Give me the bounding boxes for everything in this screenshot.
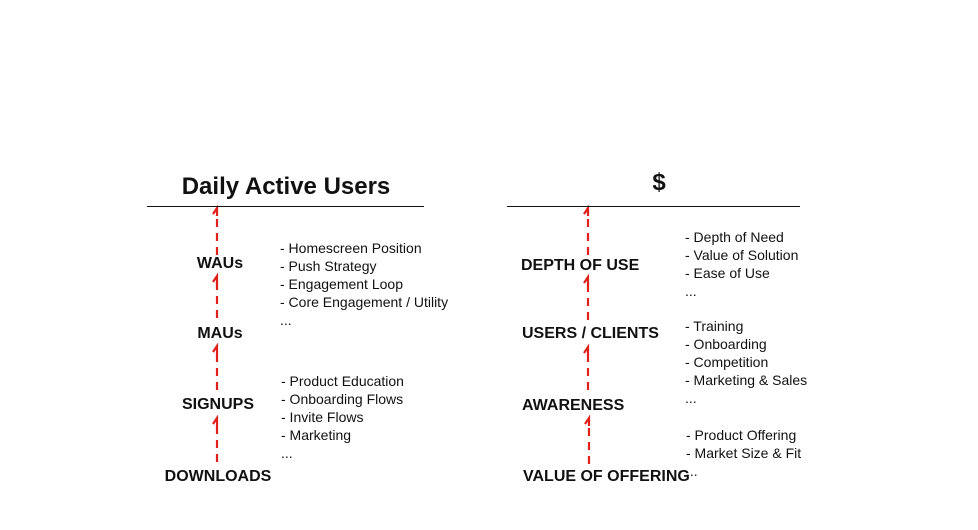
factor: - Product Education: [281, 373, 404, 389]
factor: - Competition: [685, 354, 769, 370]
stage-awareness: AWARENESS: [522, 397, 625, 414]
left-divider: [147, 206, 424, 207]
factor: - Depth of Need: [685, 229, 784, 245]
stage-value-of-offering: VALUE OF OFFERING: [523, 468, 690, 485]
factor: - Push Strategy: [280, 258, 377, 274]
factor: - Value of Solution: [685, 247, 799, 263]
factor-ellipsis: ...: [685, 283, 697, 299]
arrow-head: [212, 342, 219, 354]
arrow-head: [583, 343, 590, 355]
factor: - Invite Flows: [281, 409, 364, 425]
right-factors-top: - Depth of Need - Value of Solution - Ea…: [685, 228, 798, 300]
left-title: Daily Active Users: [181, 173, 391, 200]
stage-maus: MAUs: [197, 325, 243, 342]
stage-waus: WAUs: [196, 255, 244, 272]
right-divider: [507, 206, 800, 207]
stage-depth-of-use: DEPTH OF USE: [521, 257, 640, 274]
stage-downloads: DOWNLOADS: [164, 468, 272, 485]
arrow-head: [583, 273, 590, 285]
right-factors-bottom: - Product Offering - Market Size & Fit .…: [686, 426, 801, 480]
factor: - Homescreen Position: [280, 240, 422, 256]
arrow-head: [212, 204, 219, 216]
factor: - Onboarding: [685, 336, 767, 352]
factor: - Engagement Loop: [280, 276, 403, 292]
factor-ellipsis: ...: [280, 312, 292, 328]
right-title: $: [652, 169, 666, 196]
arrow-head: [583, 204, 590, 216]
factor: - Training: [685, 318, 744, 334]
left-factors-upper: - Homescreen Position - Push Strategy - …: [280, 239, 448, 329]
factor: - Product Offering: [686, 427, 797, 443]
right-factors-middle: - Training - Onboarding - Competition - …: [685, 317, 807, 407]
arrow-head: [212, 414, 219, 426]
left-factors-lower: - Product Education - Onboarding Flows -…: [281, 372, 404, 462]
factor: - Core Engagement / Utility: [280, 294, 449, 310]
factor: - Ease of Use: [685, 265, 770, 281]
factor: - Marketing: [281, 427, 352, 443]
factor-ellipsis: ...: [281, 445, 293, 461]
factor-ellipsis: ...: [685, 390, 697, 406]
factor-ellipsis: ...: [686, 463, 698, 479]
arrow-head: [212, 272, 219, 284]
stage-signups: SIGNUPS: [181, 396, 255, 413]
factor: - Onboarding Flows: [281, 391, 404, 407]
stage-users-clients: USERS / CLIENTS: [522, 325, 659, 342]
arrow-head: [584, 414, 591, 426]
factor: - Marketing & Sales: [685, 372, 808, 388]
factor: - Market Size & Fit: [686, 445, 802, 461]
